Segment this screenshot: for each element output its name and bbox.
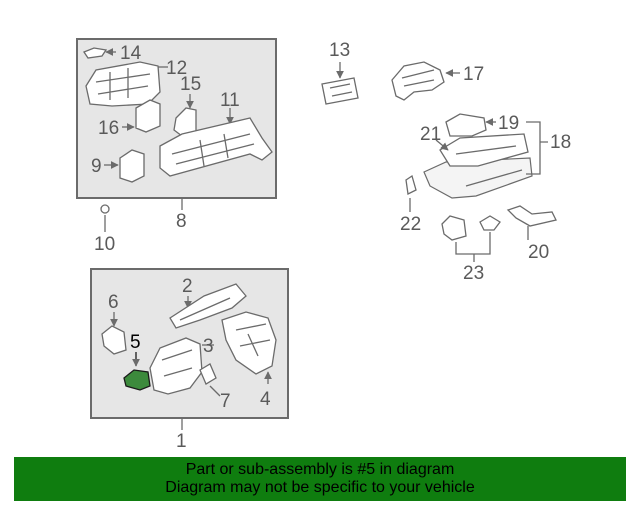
callout-13: 13 — [329, 40, 350, 61]
parts-diagram: 14 12 15 11 16 9 8 10 13 17 19 21 18 22 … — [76, 38, 571, 452]
part-14[interactable] — [83, 47, 116, 59]
part-12[interactable] — [85, 61, 168, 107]
part-20[interactable] — [506, 205, 557, 240]
callout-21: 21 — [420, 124, 441, 145]
part-16[interactable] — [122, 99, 161, 133]
part-2[interactable] — [169, 283, 247, 329]
callout-20: 20 — [528, 242, 549, 263]
callout-16: 16 — [98, 118, 119, 139]
callout-6: 6 — [108, 292, 119, 313]
callout-5: 5 — [130, 332, 141, 353]
callout-18: 18 — [550, 132, 571, 153]
part-22[interactable] — [405, 174, 417, 212]
part-7[interactable] — [199, 363, 221, 397]
callout-19: 19 — [498, 113, 519, 134]
callout-4: 4 — [260, 389, 271, 410]
part-18[interactable] — [423, 121, 548, 199]
part-23[interactable] — [441, 215, 501, 262]
part-10[interactable] — [100, 204, 110, 232]
part-21-leader — [435, 139, 449, 151]
part-11[interactable] — [159, 108, 273, 177]
callout-2: 2 — [182, 276, 193, 297]
callout-1: 1 — [176, 431, 187, 452]
callout-9: 9 — [91, 156, 102, 177]
part-19[interactable] — [445, 113, 496, 137]
callout-22: 22 — [400, 214, 421, 235]
callout-23: 23 — [463, 263, 484, 284]
info-banner: Part or sub-assembly is #5 in diagram Di… — [14, 457, 626, 501]
callout-11: 11 — [220, 90, 240, 111]
callout-14: 14 — [120, 43, 142, 64]
callout-8: 8 — [176, 211, 187, 232]
callout-10: 10 — [94, 234, 115, 255]
part-13[interactable] — [321, 62, 359, 105]
banner-line-1: Part or sub-assembly is #5 in diagram — [185, 461, 455, 478]
part-5[interactable] — [123, 352, 151, 391]
part-4[interactable] — [221, 311, 277, 384]
banner-line-2: Diagram may not be specific to your vehi… — [165, 479, 475, 496]
part-6[interactable] — [101, 312, 127, 355]
part-17[interactable] — [391, 61, 460, 101]
callout-17: 17 — [463, 64, 484, 85]
part-9[interactable] — [104, 149, 145, 183]
callout-7: 7 — [220, 391, 231, 412]
callout-12: 12 — [166, 58, 187, 79]
callout-15: 15 — [180, 74, 201, 95]
callout-3: 3 — [203, 336, 214, 357]
